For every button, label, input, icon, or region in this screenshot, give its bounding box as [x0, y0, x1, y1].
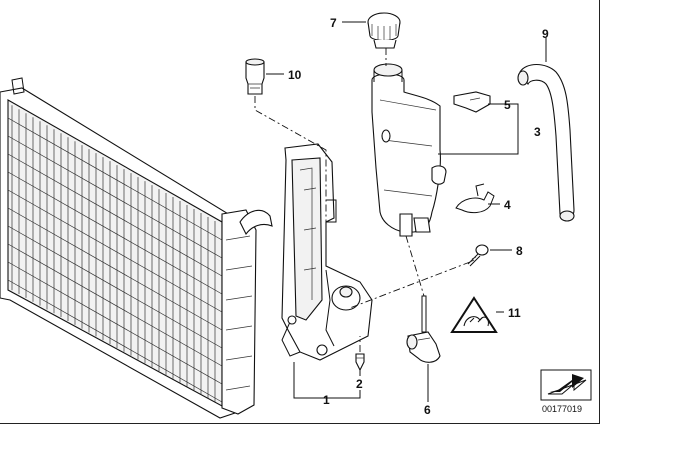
- tank-clip: [453, 91, 491, 113]
- callout-10: 10: [288, 68, 302, 82]
- warning-triangle-icon: [450, 296, 498, 333]
- callout-4: 4: [504, 198, 511, 212]
- callout-3: 3: [534, 125, 541, 139]
- screw: [467, 244, 489, 267]
- expansion-tank: [371, 63, 447, 237]
- arrow-icon: [540, 369, 592, 401]
- callout-6: 6: [424, 403, 431, 417]
- bleed-screw: [355, 353, 365, 372]
- callout-1: 1: [323, 393, 330, 407]
- coolant-hose: [517, 63, 575, 222]
- callout-11: 11: [508, 306, 521, 320]
- callout-2: 2: [356, 377, 363, 391]
- radiator: [0, 77, 273, 419]
- expansion-bracket: [281, 143, 373, 361]
- callout-5: 5: [504, 98, 511, 112]
- expansion-tank-cap: [367, 12, 401, 49]
- callout-7: 7: [330, 16, 337, 30]
- leader-lines: [266, 21, 547, 402]
- callout-9: 9: [542, 27, 549, 41]
- callout-8: 8: [516, 244, 523, 258]
- temperature-sensor: [406, 295, 441, 363]
- catalog-number: 00177019: [542, 404, 582, 414]
- spring-clip: [455, 183, 495, 214]
- diagram-frame: [0, 0, 600, 424]
- assembly-lines: [254, 48, 471, 352]
- coolant-level-sensor: [245, 58, 265, 95]
